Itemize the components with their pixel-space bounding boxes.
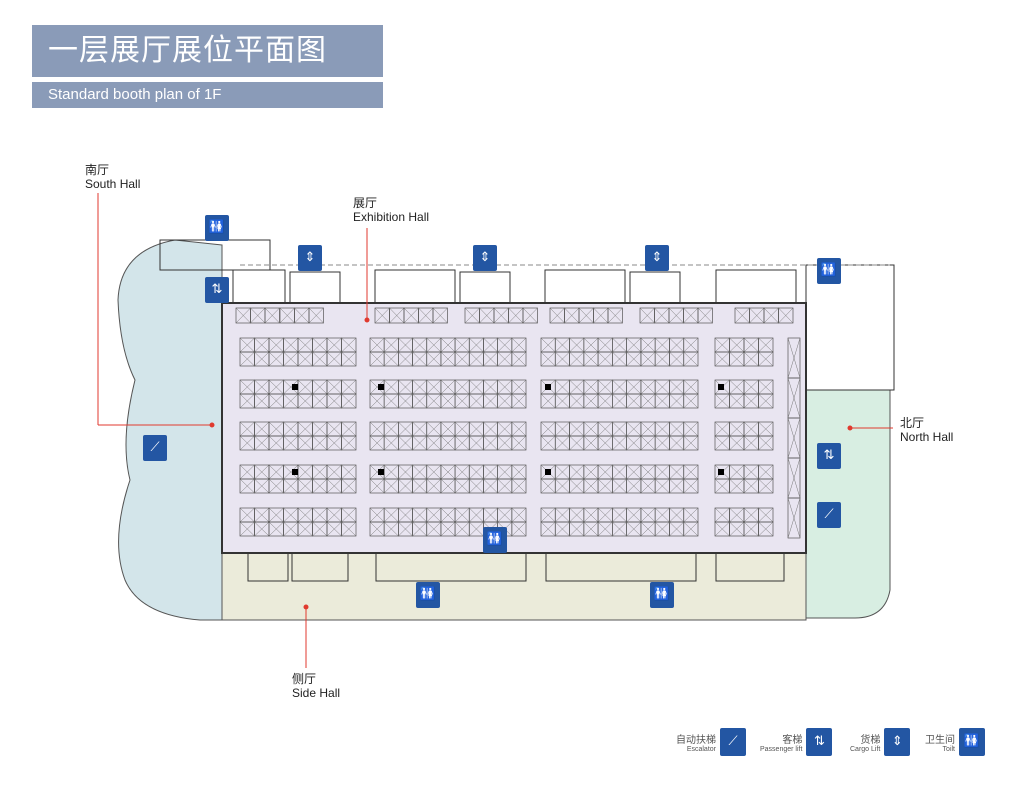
toilet-icon: 🚻 <box>817 258 841 284</box>
booth <box>697 307 713 324</box>
booth <box>341 435 357 451</box>
toilet-icon: 🚻 <box>483 527 507 553</box>
toilet-icon: 🚻 <box>416 582 440 608</box>
cargo-lift-icon: ⇕ <box>473 245 497 271</box>
column <box>292 469 298 475</box>
booth <box>264 307 280 324</box>
cargo-lift-icon: ⇕ <box>298 245 322 271</box>
side-hall-area <box>221 552 807 621</box>
booth <box>341 521 357 537</box>
booth <box>522 307 538 324</box>
booth <box>758 478 774 494</box>
escalator-icon: ⟋ <box>720 728 746 756</box>
leader-lines <box>97 193 893 668</box>
booth <box>308 307 324 324</box>
booth <box>341 351 357 367</box>
column <box>292 384 298 390</box>
booth <box>683 521 699 537</box>
booth <box>432 307 448 324</box>
booth <box>511 521 527 537</box>
column <box>545 469 551 475</box>
booth <box>341 393 357 409</box>
booth-grid <box>235 307 801 539</box>
booth <box>511 351 527 367</box>
service-rooms-bottom <box>247 552 785 582</box>
booth <box>511 435 527 451</box>
toilet-icon: 🚻 <box>205 215 229 241</box>
page-subtitle: Standard booth plan of 1F <box>32 82 383 108</box>
booth <box>787 497 801 539</box>
passenger-lift-icon: ⇅ <box>806 728 833 756</box>
booth <box>778 307 794 324</box>
toilet-icon: 🚻 <box>959 728 985 756</box>
escalator-icon: ⟋ <box>143 435 167 461</box>
booth <box>758 521 774 537</box>
booth <box>683 478 699 494</box>
passenger-lift-icon: ⇅ <box>817 443 841 469</box>
booth <box>383 435 399 451</box>
booth <box>483 393 498 409</box>
booth <box>758 435 774 451</box>
booth <box>758 351 774 367</box>
booth <box>511 478 527 494</box>
booth <box>683 393 699 409</box>
passenger-lift-icon: ⇅ <box>205 277 229 303</box>
booth <box>758 393 774 409</box>
booth <box>297 435 313 451</box>
cargo-lift-icon: ⇕ <box>645 245 669 271</box>
page-title: 一层展厅展位平面图 <box>32 25 383 77</box>
booth <box>607 307 623 324</box>
booth <box>683 351 699 367</box>
toilet-icon: 🚻 <box>650 582 674 608</box>
booth <box>683 435 699 451</box>
column <box>378 469 384 475</box>
south-hall-area <box>117 239 223 621</box>
column <box>718 469 724 475</box>
column <box>378 384 384 390</box>
column <box>718 384 724 390</box>
column <box>545 384 551 390</box>
escalator-icon: ⟋ <box>817 502 841 528</box>
booth <box>254 351 270 367</box>
booth <box>511 393 527 409</box>
cargo-lift-icon: ⇕ <box>884 728 911 756</box>
booth <box>341 478 357 494</box>
